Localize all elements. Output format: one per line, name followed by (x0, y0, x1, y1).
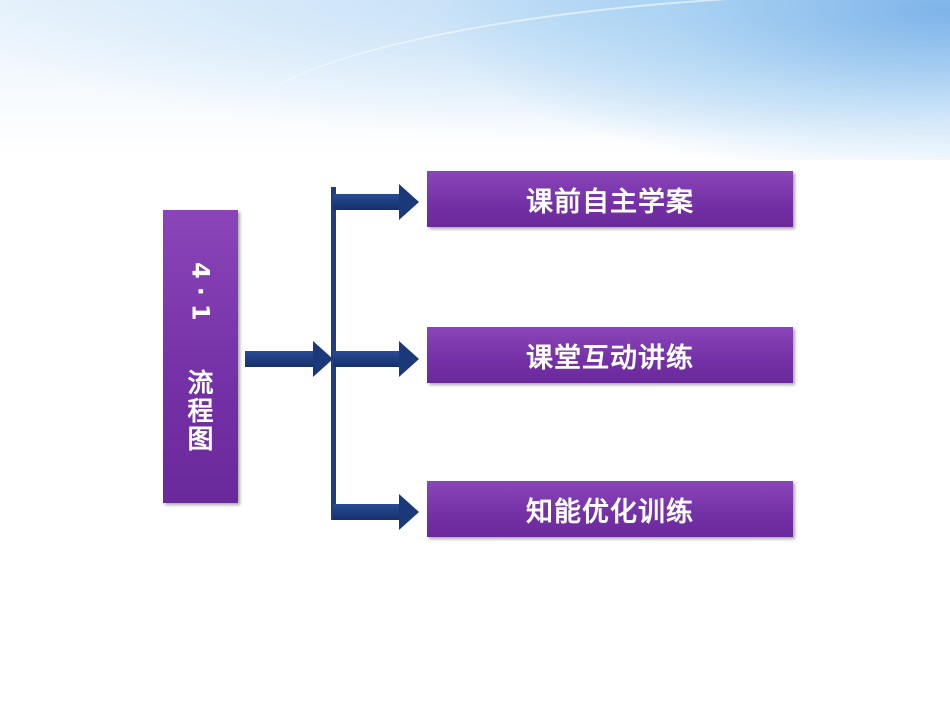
root-node-title-char-2: 程 (187, 397, 214, 427)
root-node-label: 4·1 流 程 图 (163, 250, 238, 454)
branch-label-2: 课堂互动讲练 (526, 342, 694, 374)
root-to-trunk-arrow-icon (245, 341, 333, 377)
root-node-box: 4·1 流 程 图 (163, 210, 238, 503)
branch-label-3: 知能优化训练 (526, 496, 694, 528)
branch-arrow-3-icon (333, 494, 423, 530)
root-node-title-char-3: 图 (187, 425, 214, 455)
root-node-number: 4·1 (186, 261, 215, 329)
branch-box-1[interactable]: 课前自主学案 (427, 171, 793, 227)
branch-box-2[interactable]: 课堂互动讲练 (427, 327, 793, 383)
branch-arrow-2-icon (333, 341, 423, 377)
root-node-title-char-1: 流 (187, 369, 214, 399)
branch-label-1: 课前自主学案 (526, 186, 694, 218)
sky-background (0, 0, 950, 160)
branch-box-3[interactable]: 知能优化训练 (427, 481, 793, 537)
branch-arrow-1-icon (333, 184, 423, 220)
